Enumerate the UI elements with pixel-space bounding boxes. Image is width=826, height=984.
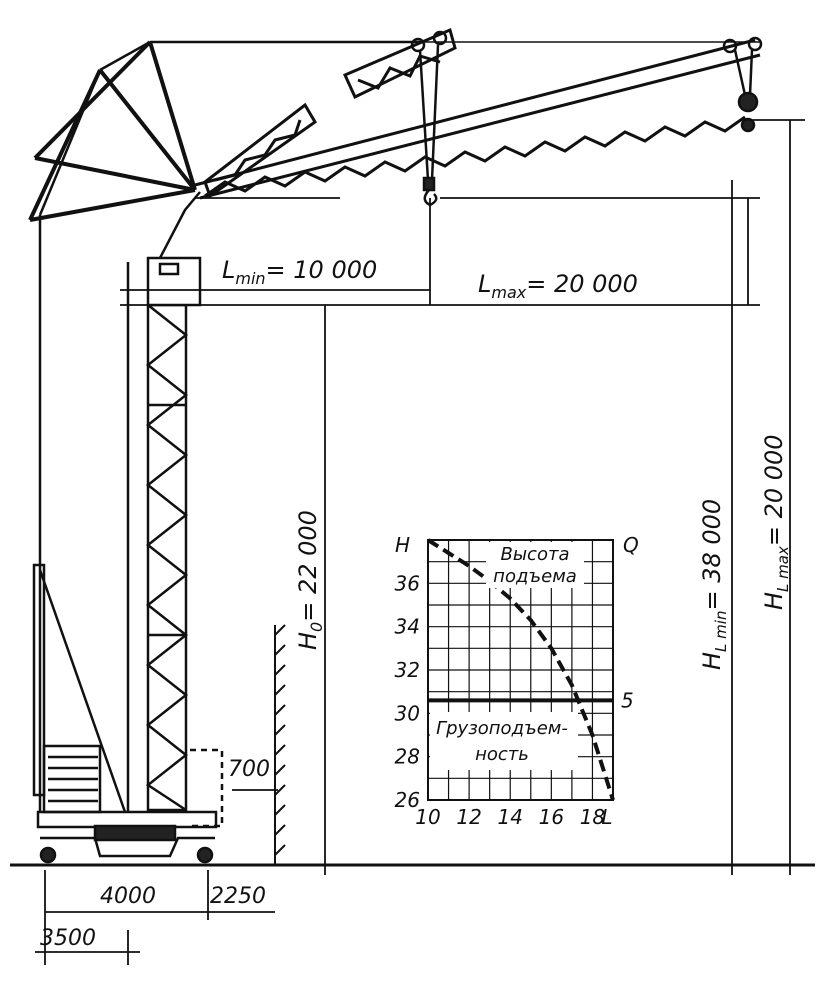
y-tick-label: 26 — [395, 788, 420, 812]
base-3500-label: 3500 — [40, 926, 96, 951]
hook-min — [410, 30, 448, 207]
x-tick-label: 18 — [580, 805, 605, 829]
x-axis-label: L — [601, 805, 612, 829]
h0-label: H0= 22 000 — [294, 510, 326, 650]
offset-700-label: 700 — [228, 757, 270, 782]
hl-min-label: HL min= 38 000 — [698, 499, 730, 670]
base-4000-label: 4000 — [100, 884, 156, 909]
y-tick-label: 28 — [395, 745, 420, 769]
series-line-0 — [426, 538, 615, 801]
legend-height-line1: Высота — [501, 544, 570, 565]
legend-height-line2: подъема — [493, 566, 577, 587]
hl-max-label: HL max= 20 000 — [760, 434, 792, 610]
y-tick-label: 36 — [395, 571, 420, 595]
dimension-lines — [35, 119, 805, 965]
chart-labels: 10 12 14 16 18 26 28 30 32 34 36 5L H Q ВысотаподъемаГ… — [395, 533, 639, 829]
legend-capacity-line2: ность — [475, 744, 529, 765]
legend-bg-height — [486, 542, 584, 588]
crane-head-struts — [28, 40, 760, 222]
chart-series — [426, 538, 615, 801]
x-tick-label: 16 — [539, 805, 564, 829]
counter-stay — [32, 40, 151, 813]
x-tick-label: 12 — [456, 805, 481, 829]
hook-max — [722, 36, 763, 133]
y-tick-label: 34 — [395, 615, 420, 639]
legend-capacity-line1: Грузоподъем- — [436, 718, 568, 739]
crane-base — [36, 744, 224, 864]
l-min-label: Lmin= 10 000 — [222, 256, 377, 288]
y-tick-label: 30 — [395, 701, 420, 725]
wall-hatch — [274, 624, 286, 865]
y-tick-label: 32 — [395, 658, 420, 682]
x-tick-label: 10 — [415, 805, 440, 829]
l-max-label: Lmax= 20 000 — [478, 270, 638, 302]
x-tick-label: 14 — [497, 805, 522, 829]
main-jib — [194, 38, 761, 200]
aux-jib — [203, 27, 457, 199]
y2-tick-label: 5 — [621, 688, 634, 712]
load-height-chart: 10 12 14 16 18 26 28 30 32 34 36 5L H Q ВысотаподъемаГ… — [395, 533, 639, 829]
y-axis-label: H — [395, 533, 410, 557]
tower-lattice — [126, 191, 202, 812]
legend-bg-capacity — [430, 712, 578, 770]
base-2250-label: 2250 — [210, 884, 266, 909]
y2-axis-label: Q — [623, 533, 639, 557]
